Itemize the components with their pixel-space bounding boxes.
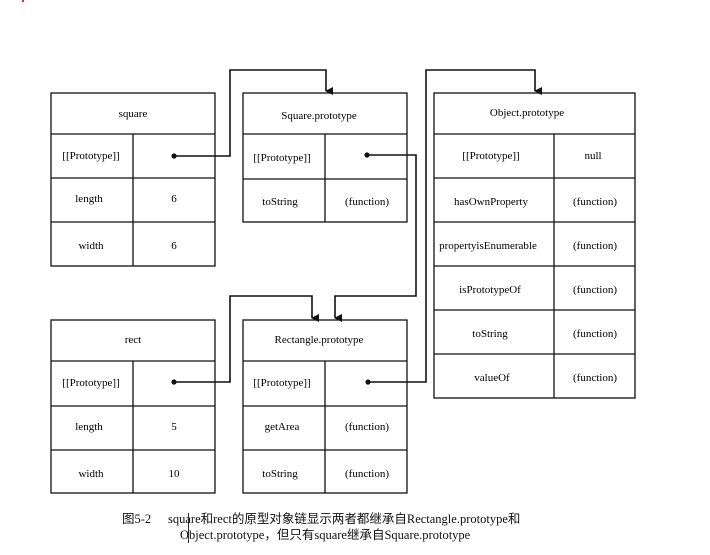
object-prototype-row-prototype-value: null [584, 150, 601, 162]
object-prototype-row-propertyisenumerable-key: propertyisEnumerable [439, 240, 537, 252]
rectangle-prototype-title: Rectangle.prototype [275, 334, 364, 346]
caption-line-2: Object.prototype，但只有square继承自Square.prot… [180, 528, 471, 542]
rect-row-width-key: width [78, 468, 104, 480]
rect-title: rect [125, 334, 141, 346]
object-prototype-row-isprototypeof-key: isPrototypeOf [459, 284, 521, 296]
square-prototype-row-tostring-key: toString [262, 196, 298, 208]
arrow-rect-to-rectangle-prototype [174, 295, 319, 383]
object-prototype-row-tostring-value: (function) [573, 328, 617, 340]
square-prototype-title: Square.prototype [281, 110, 357, 122]
square-row-width-key: width [78, 240, 104, 252]
text-cursor-mark [188, 513, 189, 543]
caption-line-1: 图5-2 square和rect的原型对象链显示两者都继承自Rectangle.p… [122, 511, 592, 527]
red-dot-mark [22, 0, 24, 2]
rectangle-prototype-row-getarea-key: getArea [265, 421, 300, 433]
object-prototype-row-propertyisenumerable-value: (function) [573, 240, 617, 252]
object-prototype-row-hasownproperty-value: (function) [573, 196, 617, 208]
object-prototype-row-tostring-key: toString [472, 328, 508, 340]
prototype-chain-diagram: square [[Prototype]] length 6 width 6 Sq… [50, 69, 636, 494]
object-prototype-row-valueof-key: valueOf [474, 372, 510, 384]
object-prototype-row-isprototypeof-value: (function) [573, 284, 617, 296]
square-row-prototype-key: [[Prototype]] [62, 150, 119, 162]
object-prototype-row-valueof-value: (function) [573, 372, 617, 384]
square-title: square [119, 108, 148, 120]
arrow-rectangle-prototype-to-object-prototype [368, 69, 542, 383]
object-prototype-table: Object.prototype [[Prototype]] null hasO… [433, 92, 636, 399]
rectangle-prototype-row-tostring-value: (function) [345, 468, 389, 480]
rectangle-prototype-row-prototype-key: [[Prototype]] [253, 377, 310, 389]
rectangle-prototype-row-getarea-value: (function) [345, 421, 389, 433]
rect-object-table: rect [[Prototype]] length 5 width 10 [50, 319, 216, 494]
square-prototype-row-tostring-value: (function) [345, 196, 389, 208]
object-prototype-row-hasownproperty-key: hasOwnProperty [454, 196, 528, 208]
rect-row-width-value: 10 [169, 468, 181, 480]
caption-line-1-text: square和rect的原型对象链显示两者都继承自Rectangle.proto… [168, 512, 521, 526]
rectangle-prototype-table: Rectangle.prototype [[Prototype]] getAre… [242, 319, 408, 494]
figure-caption: 图5-2 square和rect的原型对象链显示两者都继承自Rectangle.p… [122, 511, 592, 543]
rect-row-prototype-key: [[Prototype]] [62, 377, 119, 389]
square-row-length-key: length [75, 193, 103, 205]
rect-row-length-value: 5 [171, 421, 177, 433]
square-row-width-value: 6 [171, 240, 177, 252]
object-prototype-title: Object.prototype [490, 107, 564, 119]
square-prototype-row-prototype-key: [[Prototype]] [253, 152, 310, 164]
square-prototype-table: Square.prototype [[Prototype]] toString … [242, 92, 408, 223]
arrow-square-prototype-to-rectangle-prototype [334, 154, 417, 322]
square-object-table: square [[Prototype]] length 6 width 6 [50, 92, 216, 267]
rect-row-length-key: length [75, 421, 103, 433]
object-prototype-row-prototype-key: [[Prototype]] [462, 150, 519, 162]
caption-figure-label: 图5-2 [122, 512, 152, 526]
arrow-square-to-square-prototype [174, 69, 333, 157]
rectangle-prototype-row-tostring-key: toString [262, 468, 298, 480]
square-row-length-value: 6 [171, 193, 177, 205]
